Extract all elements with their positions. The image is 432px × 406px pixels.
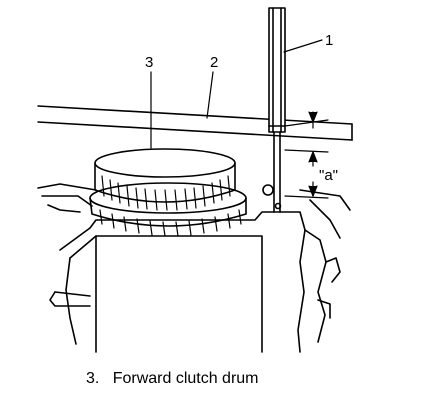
- caption-number: 3.: [86, 370, 100, 387]
- figure-caption: 3. Forward clutch drum: [86, 370, 259, 388]
- caption-text: Forward clutch drum: [112, 370, 259, 387]
- transmission-case: [37, 183, 351, 353]
- dimension-a: [284, 111, 329, 199]
- depth-gauge: [268, 7, 286, 213]
- callout-2: 2: [210, 54, 218, 71]
- forward-clutch-drum: [89, 148, 247, 237]
- callout-3: 3: [145, 54, 153, 71]
- leader-lines: [150, 39, 323, 149]
- dimension-a-label: "a": [319, 167, 338, 184]
- callout-1: 1: [325, 32, 333, 49]
- straight-edge: [37, 105, 353, 141]
